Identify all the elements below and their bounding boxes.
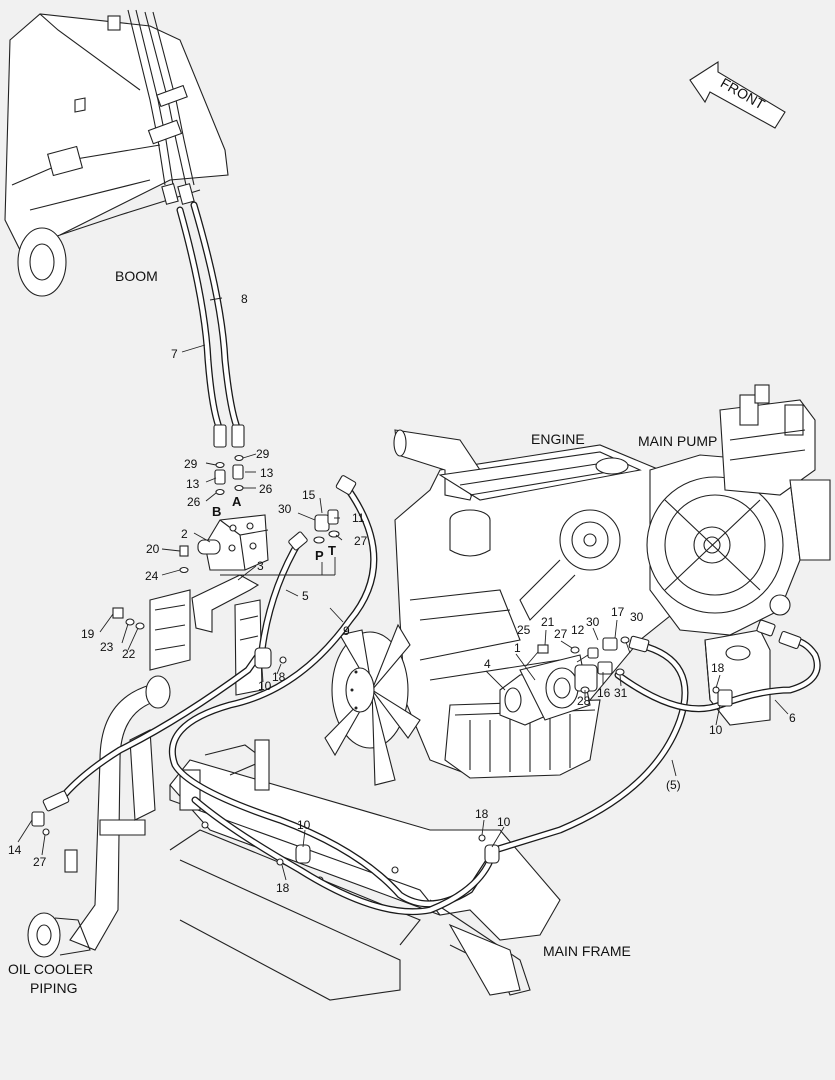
callout-10-c: 10	[297, 818, 311, 832]
callout-18-d: 18	[475, 807, 489, 821]
callout-18-a: 18	[272, 670, 286, 684]
callout-29-a: 29	[184, 457, 198, 471]
valve-block: B A P T	[112, 454, 340, 633]
callout-27-a: 27	[354, 534, 368, 548]
port-t-label: T	[328, 543, 336, 558]
callout-13-a: 13	[186, 477, 200, 491]
port-a-label: A	[232, 494, 242, 509]
oil-cooler-label-line2: PIPING	[30, 980, 77, 996]
port-p-label: P	[315, 548, 324, 563]
callout-15: 15	[302, 488, 316, 502]
callout-18-c: 18	[276, 881, 290, 895]
callout-31: 31	[614, 686, 628, 700]
port-b-label: B	[212, 504, 221, 519]
callout-23: 23	[100, 640, 114, 654]
callout-5: 5	[302, 589, 309, 603]
boom-label: BOOM	[115, 268, 158, 284]
callout-30-c: 30	[630, 610, 644, 624]
callout-17: 17	[611, 605, 625, 619]
main-frame: MAIN FRAME	[169, 739, 631, 1001]
callout-21: 21	[541, 615, 555, 629]
callout-30-b: 30	[586, 615, 600, 629]
callout-12: 12	[571, 623, 585, 637]
callout-20: 20	[146, 542, 160, 556]
pump-motor	[499, 636, 630, 726]
oil-cooler-label-line1: OIL COOLER	[8, 961, 93, 977]
callout-11: 11	[352, 511, 365, 525]
callout-27-b: 27	[554, 627, 568, 641]
callout-3: 3	[257, 559, 264, 573]
oil-cooler-piping: OIL COOLER PIPING	[8, 675, 171, 996]
callout-1: 1	[514, 641, 521, 655]
callout-19: 19	[81, 627, 95, 641]
main-pump-assembly: MAIN PUMP	[638, 384, 831, 636]
boom-assembly: BOOM	[4, 9, 229, 297]
callout-6: 6	[789, 711, 796, 725]
main-pump-label: MAIN PUMP	[638, 433, 717, 449]
callout-5-ref: (5)	[666, 778, 681, 792]
callout-29-b: 29	[256, 447, 270, 461]
callout-24: 24	[145, 569, 159, 583]
callout-18-b: 18	[711, 661, 725, 675]
callout-10-b: 10	[709, 723, 723, 737]
callout-10-a: 10	[258, 679, 272, 693]
callout-30-a: 30	[278, 502, 292, 516]
callout-22: 22	[122, 647, 136, 661]
engine-label: ENGINE	[531, 431, 585, 447]
callout-28: 28	[577, 694, 591, 708]
hoses	[56, 201, 821, 916]
front-arrow: FRONT	[689, 60, 786, 129]
cooling-fan	[324, 623, 421, 786]
callout-2: 2	[181, 527, 188, 541]
callout-9: 9	[343, 624, 350, 638]
clamps	[42, 647, 720, 866]
hose-fittings	[31, 424, 802, 827]
callout-4: 4	[484, 657, 491, 671]
callout-7: 7	[171, 347, 178, 361]
callout-13-b: 13	[260, 466, 274, 480]
callout-numbers: 1 2 3 4 5 (5) 6 7 8 9 10 10 10 10 11 12 …	[8, 292, 796, 895]
callout-26-b: 26	[259, 482, 273, 496]
callout-25: 25	[517, 623, 531, 637]
callout-26-a: 26	[187, 495, 201, 509]
callout-27-c: 27	[33, 855, 47, 869]
callout-16: 16	[597, 686, 611, 700]
callout-8: 8	[241, 292, 248, 306]
callout-10-d: 10	[497, 815, 511, 829]
right-bracket	[704, 629, 771, 726]
main-frame-label: MAIN FRAME	[543, 943, 631, 959]
leader-lines	[17, 297, 789, 881]
callout-14: 14	[8, 843, 22, 857]
